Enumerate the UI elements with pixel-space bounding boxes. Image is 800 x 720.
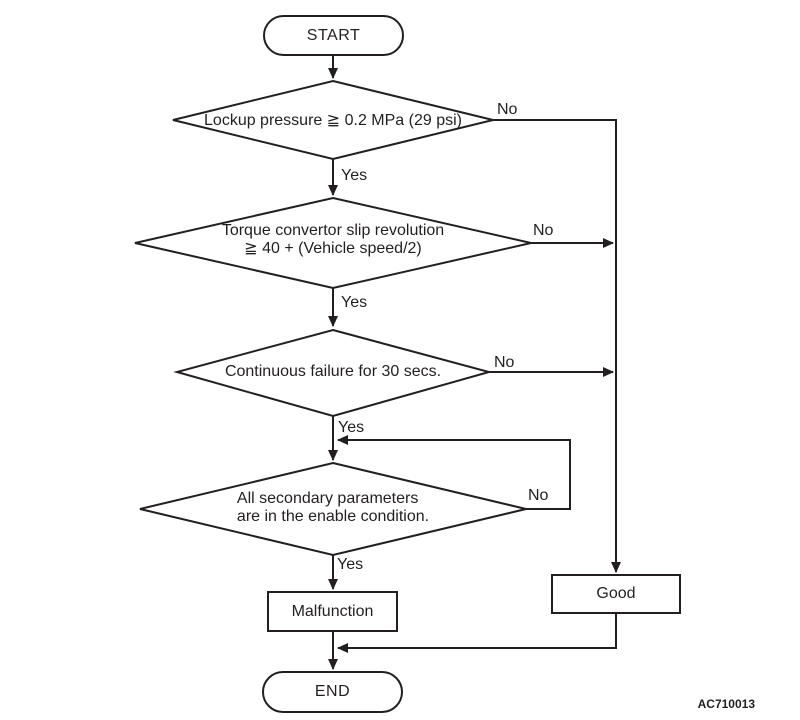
decision2-label: Torque convertor slip revolution ≧ 40 + … bbox=[183, 222, 483, 258]
end-terminal-shape bbox=[262, 671, 403, 713]
decision4-label: All secondary parameters are in the enab… bbox=[183, 490, 483, 526]
edge-good-to-merge bbox=[337, 613, 617, 653]
decision3-label: Continuous failure for 30 secs. bbox=[224, 363, 442, 380]
decision2-label-line1: Torque convertor slip revolution bbox=[221, 222, 445, 239]
decision-secondary-parameters-shape bbox=[139, 461, 527, 557]
decision-torque-convertor-shape bbox=[134, 196, 532, 290]
decision-lockup-pressure-shape bbox=[172, 79, 494, 161]
decision2-label-line2: ≧ 40 + (Vehicle speed/2) bbox=[244, 240, 422, 257]
malfunction-label: Malfunction bbox=[291, 602, 374, 620]
good-box-shape bbox=[551, 574, 681, 614]
end-label: END bbox=[314, 683, 351, 700]
decision-continuous-failure-shape bbox=[173, 328, 493, 418]
decision4-label-line2: are in the enable condition. bbox=[236, 508, 430, 525]
decision1-yes-label: Yes bbox=[341, 167, 368, 184]
decision2-no-label: No bbox=[533, 222, 554, 239]
decision3-yes-label: Yes bbox=[338, 419, 365, 436]
edge-decision4-no-loopback bbox=[337, 435, 571, 510]
decision3-no-label: No bbox=[494, 354, 515, 371]
figure-code: AC710013 bbox=[697, 697, 755, 711]
decision4-no-label: No bbox=[528, 487, 549, 504]
malfunction-box-shape bbox=[267, 591, 398, 632]
decision2-yes-label: Yes bbox=[341, 294, 368, 311]
decision1-label: Lockup pressure ≧ 0.2 MPa (29 psi) bbox=[204, 112, 462, 129]
good-label: Good bbox=[596, 585, 636, 602]
start-terminal-shape bbox=[263, 15, 404, 56]
decision4-label-line1: All secondary parameters bbox=[236, 490, 419, 507]
edge-decision1-no-to-good bbox=[493, 119, 621, 573]
start-label: START bbox=[306, 26, 361, 44]
decision4-yes-label: Yes bbox=[337, 556, 364, 573]
decision1-no-label: No bbox=[497, 101, 518, 118]
